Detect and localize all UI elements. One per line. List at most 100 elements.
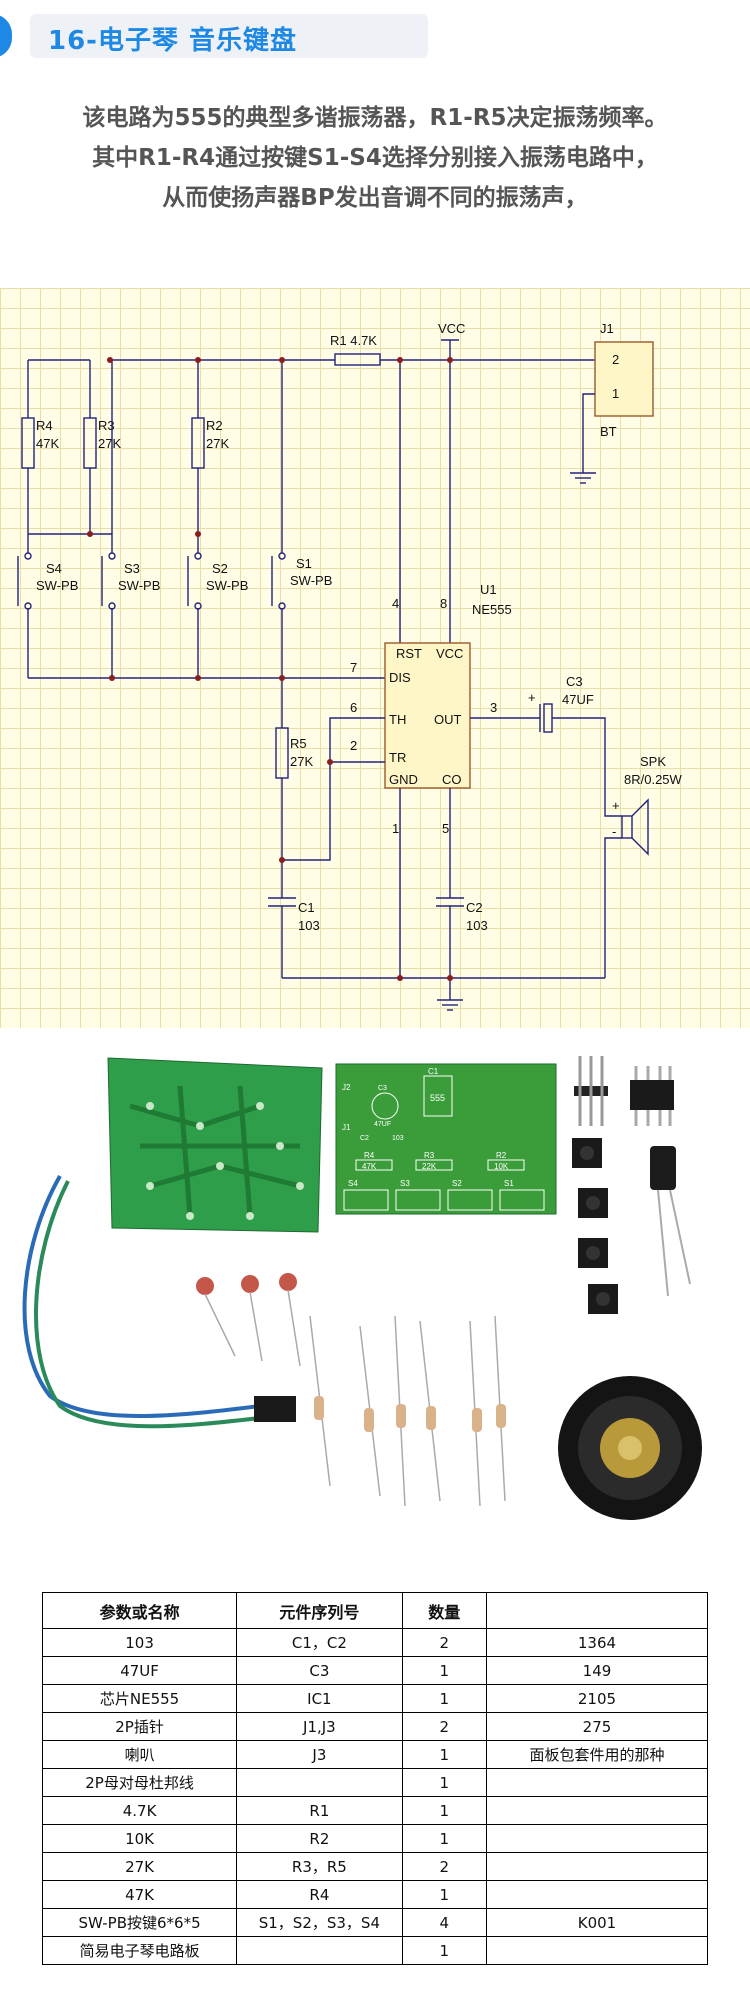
table-cell: 1	[401, 1796, 487, 1825]
table-cell: R2	[236, 1824, 403, 1853]
c3-value: 47UF	[562, 692, 594, 707]
u1-label: U1	[480, 582, 497, 597]
u1-part: NE555	[472, 602, 512, 617]
table-cell: 47UF	[41, 1656, 238, 1685]
column-header	[485, 1592, 709, 1629]
electrolytic-capacitor	[650, 1146, 691, 1297]
table-cell: 1	[401, 1768, 487, 1797]
table-cell	[485, 1852, 709, 1881]
s1-label: S1	[296, 556, 312, 571]
spk-minus: -	[612, 824, 616, 839]
table-cell: 10K	[41, 1824, 238, 1853]
pin6-number: 6	[350, 700, 357, 715]
resistor-r3	[83, 417, 97, 469]
pcb-r2-value: 10K	[494, 1162, 509, 1171]
resistor-r5	[275, 727, 289, 779]
column-header: 元件序列号	[236, 1592, 403, 1629]
pcb-r4-value: 47K	[362, 1162, 377, 1171]
r3-label: R3	[98, 418, 115, 433]
table-cell: 2	[401, 1712, 487, 1741]
pin-co: CO	[442, 772, 462, 787]
pcb-r3-value: 22K	[422, 1162, 437, 1171]
pcb-s2-label: S2	[452, 1179, 462, 1188]
dupont-wire	[22, 1175, 296, 1429]
table-cell: 1	[401, 1936, 487, 1965]
table-cell: 149	[485, 1656, 709, 1685]
table-cell: 喇叭	[41, 1740, 238, 1769]
c1-label: C1	[298, 900, 315, 915]
ne555-chip	[630, 1066, 674, 1126]
c3-plus: +	[528, 690, 536, 705]
table-cell: 47K	[41, 1880, 238, 1909]
c2-value: 103	[466, 918, 488, 933]
pin-th: TH	[389, 712, 406, 727]
description-line-3: 从而使扬声器BP发出音调不同的振荡声，	[162, 185, 588, 211]
table-cell	[236, 1768, 403, 1797]
j1-pin1: 1	[612, 386, 619, 401]
column-header: 参数或名称	[41, 1592, 238, 1629]
table-cell: J3	[236, 1740, 403, 1769]
table-cell	[485, 1880, 709, 1909]
pin1-number: 1	[392, 821, 399, 836]
s3-type: SW-PB	[118, 578, 160, 593]
table-cell: J1,J3	[236, 1712, 403, 1741]
pin-vcc: VCC	[436, 646, 463, 661]
r5-label: R5	[290, 736, 307, 751]
header-accent	[0, 14, 12, 58]
resistor-r1	[334, 353, 381, 366]
table-cell: 27K	[41, 1852, 238, 1881]
table-cell: IC1	[236, 1684, 403, 1713]
table-cell: 1	[401, 1880, 487, 1909]
pcb-r3-label: R3	[424, 1151, 435, 1160]
r1-label: R1 4.7K	[330, 333, 377, 348]
pcb-c2-label: C2	[360, 1135, 369, 1142]
kit-photo: 555 C1 J2 J1 C3 47UF C2 103 R4 47K R3 22…	[0, 1046, 750, 1566]
s1-type: SW-PB	[290, 573, 332, 588]
pcb-c1-label: C1	[428, 1067, 439, 1076]
pin7-number: 7	[350, 660, 357, 675]
switch-s4	[17, 552, 32, 610]
spk-plus: +	[612, 798, 620, 813]
table-cell: 1364	[485, 1628, 709, 1657]
spk-value: 8R/0.25W	[624, 772, 683, 787]
table-cell: C3	[236, 1656, 403, 1685]
resistors	[309, 1315, 506, 1507]
r4-label: R4	[36, 418, 53, 433]
switch-s2	[187, 552, 202, 610]
pin-tr: TR	[389, 750, 406, 765]
speaker	[621, 815, 633, 839]
description-line-2: 其中R1-R4通过按键S1-S4选择分别接入振荡电路中，	[92, 145, 658, 171]
s2-type: SW-PB	[206, 578, 248, 593]
wire	[552, 717, 622, 817]
table-cell: SW-PB按键6*6*5	[41, 1908, 238, 1937]
table-cell: 2	[401, 1628, 487, 1657]
printed-pcb: 555 C1 J2 J1 C3 47UF C2 103 R4 47K R3 22…	[335, 1063, 557, 1215]
kit-photo-drawing: 555 C1 J2 J1 C3 47UF C2 103 R4 47K R3 22…	[22, 1056, 702, 1520]
table-cell: 2	[401, 1852, 487, 1881]
table-cell: 2105	[485, 1684, 709, 1713]
vcc-label: VCC	[438, 321, 465, 336]
table-cell: 1	[401, 1656, 487, 1685]
description: 该电路为555的典型多谐振荡器，R1-R5决定振荡频率。 其中R1-R4通过按键…	[0, 98, 750, 218]
pin-rst: RST	[396, 646, 422, 661]
r5-value: 27K	[290, 754, 313, 769]
spk-label: SPK	[640, 754, 666, 769]
table-header-row: 参数或名称 元件序列号 数量	[41, 1592, 709, 1629]
pcb-c3-label: C3	[378, 1085, 387, 1092]
c1-value: 103	[298, 918, 320, 933]
page-title: 16-电子琴 音乐键盘	[48, 26, 298, 56]
s4-label: S4	[46, 561, 62, 576]
pin3-number: 3	[490, 700, 497, 715]
header-pins	[574, 1056, 608, 1126]
pcb-103-label: 103	[392, 1135, 404, 1142]
pcb-s3-label: S3	[400, 1179, 410, 1188]
